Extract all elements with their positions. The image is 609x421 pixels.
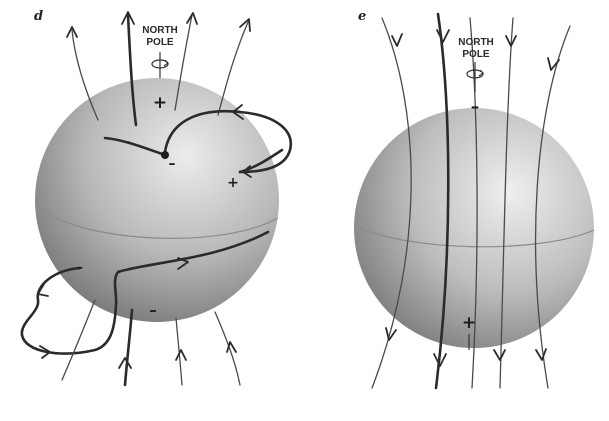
sphere-d xyxy=(35,78,279,322)
north-pole-label-e-line1: NORTH xyxy=(458,37,494,48)
arrowhead-d-top-3 xyxy=(187,13,197,24)
panel-e: e NORTH POLE – + xyxy=(354,9,594,388)
north-pole-label-d-line2: POLE xyxy=(146,37,174,48)
panel-d-letter: d xyxy=(34,9,43,24)
arrowhead-e-5-bottom xyxy=(536,349,546,360)
field-line-d-bottom-1 xyxy=(62,300,95,380)
sphere-e xyxy=(354,108,594,348)
north-pole-label-d-line1: NORTH xyxy=(142,25,178,36)
arrowhead-d-lower-left-1 xyxy=(38,284,48,296)
sign-d-minus-upper: – xyxy=(169,156,176,172)
arrowhead-e-4-bottom xyxy=(494,350,505,360)
rotation-arrow-icon-d xyxy=(152,52,168,78)
arrowhead-d-bottom-2 xyxy=(119,358,131,368)
arrowhead-e-2-top xyxy=(437,30,449,42)
arrowhead-e-1-top xyxy=(392,34,402,46)
arrowhead-d-bottom-3 xyxy=(176,350,186,360)
rotation-arrow-icon-e xyxy=(467,62,483,92)
sign-d-plus-right: + xyxy=(227,175,239,191)
sign-e-minus-pole: – xyxy=(471,97,480,117)
panel-d: d NORTH POLE xyxy=(22,9,291,385)
sign-d-minus-bottom: – xyxy=(149,301,157,319)
north-pole-label-e-line2: POLE xyxy=(462,49,490,60)
panel-e-letter: e xyxy=(358,9,366,24)
sign-d-plus-pole: + xyxy=(153,93,167,113)
sign-e-plus-bottom: + xyxy=(462,313,476,333)
sign-d-minus-left: – xyxy=(77,260,83,274)
field-line-d-bottom-2 xyxy=(125,310,132,385)
